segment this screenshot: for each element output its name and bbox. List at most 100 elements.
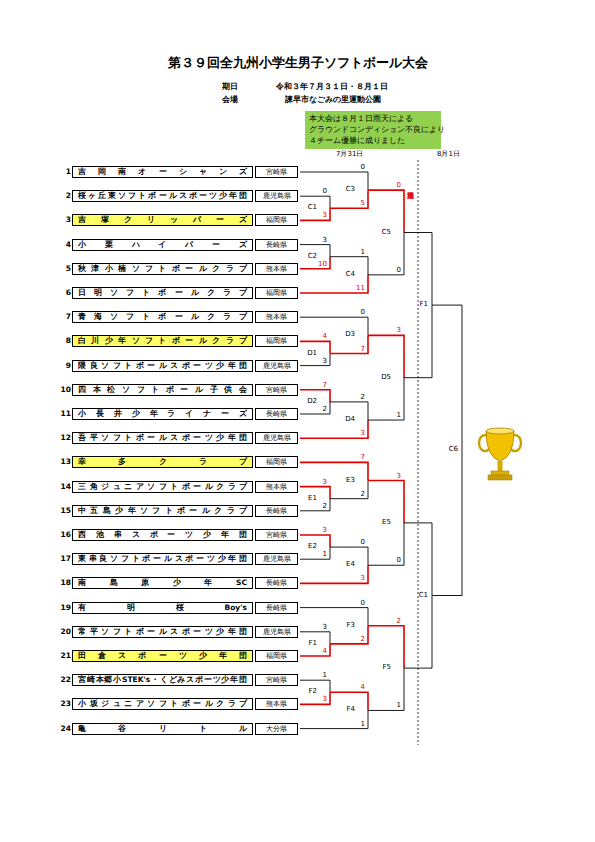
- team-name: 東串良ソフトボールスポーツ少年団: [72, 553, 253, 565]
- score: 2: [323, 406, 327, 413]
- score: 0: [361, 539, 365, 546]
- prefecture: 長崎県: [255, 577, 298, 589]
- prefecture: 宮崎県: [255, 529, 298, 541]
- score: 3: [361, 575, 365, 582]
- prefecture: 福岡県: [255, 287, 298, 299]
- prefecture: 福岡県: [255, 456, 298, 468]
- score: 7: [361, 346, 365, 353]
- game-code: E1: [308, 495, 317, 502]
- game-code: F1: [309, 640, 317, 647]
- team-row: 3吉塚クリッパーズ福岡県: [60, 214, 298, 226]
- team-number: 5: [60, 263, 71, 275]
- game-code: F5: [383, 664, 391, 671]
- bracket-line: [404, 233, 432, 306]
- bracket-line: [300, 275, 368, 293]
- title: 第３９回全九州小学生男子ソフトボール大会: [0, 56, 595, 69]
- team-number: 22: [60, 674, 71, 686]
- game-code: E3: [346, 477, 355, 484]
- team-number: 8: [60, 335, 71, 347]
- score: 2: [397, 618, 401, 625]
- team-name: 宮崎本郷小STEK's・くどみスポーツ少年団: [72, 674, 253, 686]
- team-number: 19: [60, 602, 71, 614]
- bracket-line: [300, 462, 368, 480]
- bracket-line: [300, 565, 368, 583]
- team-row: 23小坂ジュニアソフトボールクラブ熊本県: [60, 698, 298, 710]
- bracket-line: [300, 420, 368, 438]
- team-number: 2: [60, 190, 71, 202]
- prefecture: 鹿児島県: [255, 553, 298, 565]
- team-name: 吾平ソフトボールスポーツ少年団: [72, 432, 253, 444]
- bracket-line: [300, 608, 368, 626]
- team-name: 白川少年ソフトボールクラブ: [72, 335, 253, 347]
- game-code: F2: [309, 688, 317, 695]
- date-text: 令和３年７月３１日・８月１日: [276, 83, 388, 91]
- team-row: 22宮崎本郷小STEK's・くどみスポーツ少年団宮崎県: [60, 674, 298, 686]
- date-divider: [418, 160, 419, 745]
- team-number: 10: [60, 384, 71, 396]
- prefecture: 宮崎県: [255, 674, 298, 686]
- team-name: 小長井少年ライナーズ: [72, 408, 253, 420]
- team-row: 16西池串スポーツ少年団宮崎県: [60, 529, 298, 541]
- score: 2: [361, 491, 365, 498]
- score: 1: [323, 551, 327, 558]
- team-number: 14: [60, 481, 71, 493]
- team-row: 6日明ソフトボールクラブ福岡県: [60, 287, 298, 299]
- team-name: 南島原少年SC: [72, 577, 253, 589]
- game-code: C1: [419, 592, 428, 599]
- game-code: D1: [307, 350, 317, 357]
- team-name: 有明桜Boy's: [72, 602, 253, 614]
- team-number: 15: [60, 505, 71, 517]
- team-row: 7青海ソフトボールクラブ熊本県: [60, 311, 298, 323]
- note-text: 本大会は８月１日雨天による グラウンドコンディション不良により ４チーム優勝に成…: [309, 113, 437, 146]
- team-number: 23: [60, 698, 71, 710]
- score: 3: [323, 696, 327, 703]
- team-row: 8白川少年ソフトボールクラブ福岡県: [60, 335, 298, 347]
- team-name: 四本松ソフトボール子供会: [72, 384, 253, 396]
- team-name: 青海ソフトボールクラブ: [72, 311, 253, 323]
- score: 3: [397, 327, 401, 334]
- prefecture: 鹿児島県: [255, 626, 298, 638]
- bracket-line: [368, 378, 404, 420]
- score: 7: [323, 382, 327, 389]
- bracket-line: [368, 233, 404, 275]
- score: 0: [361, 164, 365, 171]
- game-code: E5: [382, 519, 391, 526]
- score: 2: [361, 394, 365, 401]
- team-number: 3: [60, 214, 71, 226]
- team-name: 小坂ジュニアソフトボールクラブ: [72, 698, 253, 710]
- score: 7: [361, 454, 365, 461]
- score: 3: [323, 358, 327, 365]
- score: 3: [323, 527, 327, 534]
- team-number: 17: [60, 553, 71, 565]
- score: 3: [323, 624, 327, 631]
- team-row: 13幸多クラブ福岡県: [60, 456, 298, 468]
- prefecture: 福岡県: [255, 650, 298, 662]
- day-label: 7月31日: [336, 151, 363, 158]
- team-name: 小栗ハイパーズ: [72, 239, 253, 251]
- prefecture: 熊本県: [255, 263, 298, 275]
- score: 0: [397, 267, 401, 274]
- team-row: 4小栗ハイパーズ長崎県: [60, 239, 298, 251]
- bracket: [300, 172, 462, 729]
- bracket-line: [300, 317, 368, 335]
- team-number: 7: [60, 311, 71, 323]
- team-name: 中五島少年ソフトボールクラブ: [72, 505, 253, 517]
- prefecture: 鹿児島県: [255, 360, 298, 372]
- score: 0: [361, 309, 365, 316]
- prefecture: 福岡県: [255, 335, 298, 347]
- team-row: 5秋津小楠ソフトボールクラブ熊本県: [60, 263, 298, 275]
- team-name: 桜ヶ丘東ソフトボールスポーツ少年団: [72, 190, 253, 202]
- score: 2: [323, 503, 327, 510]
- team-name: 西池串スポーツ少年団: [72, 529, 253, 541]
- prefecture: 長崎県: [255, 239, 298, 251]
- team-name: 常平ソフトボールスポーツ少年団: [72, 626, 253, 638]
- bracket-line: [368, 190, 404, 232]
- day-label: 8月1日: [437, 151, 460, 158]
- score: 0: [397, 557, 401, 564]
- prefecture: 長崎県: [255, 602, 298, 614]
- score: 3: [397, 473, 401, 480]
- score: 0: [323, 188, 327, 195]
- bracket-line: [432, 305, 462, 450]
- score: 4: [323, 333, 327, 340]
